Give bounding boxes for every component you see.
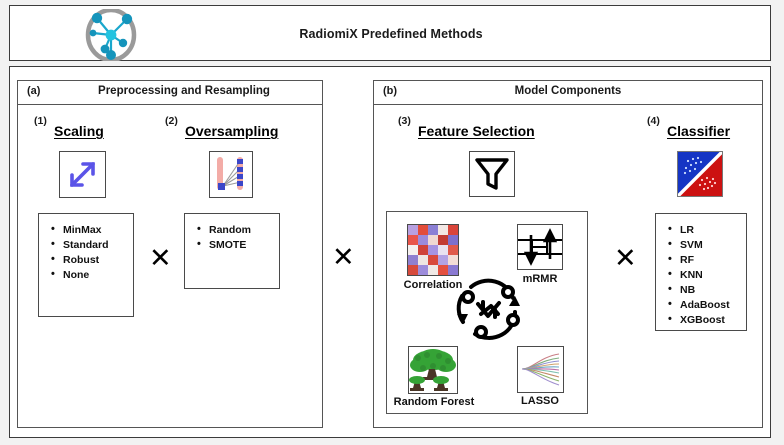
recursive-feature-elimination-icon [451, 276, 525, 340]
classifier-split-icon [677, 151, 723, 197]
panel-preprocessing-and-resampling: (a) Preprocessing and Resampling (1) Sca… [17, 80, 323, 428]
scaling-options-list: MinMax Standard Robust None [38, 213, 134, 317]
classifier-options-list: LR SVM RF KNN NB AdaBoost XGBoost [655, 213, 747, 331]
feature-selection-methods-box: Correlation [386, 211, 588, 414]
correlation-matrix-icon [407, 224, 459, 276]
panel-a-header: (a) Preprocessing and Resampling [18, 81, 322, 105]
panel-a-tag: (a) [27, 85, 41, 97]
list-item: KNN [668, 267, 746, 283]
list-item: Robust [51, 252, 133, 268]
group-oversampling-number: (2) [165, 115, 178, 127]
funnel-icon [469, 151, 515, 197]
list-item: NB [668, 282, 746, 298]
list-item: None [51, 267, 133, 283]
list-item: AdaBoost [668, 297, 746, 313]
list-item: SMOTE [197, 237, 279, 253]
mrmr-stairs-icon [517, 224, 563, 270]
multiply-operator-2: ✕ [332, 242, 355, 273]
group-oversampling-title: Oversampling [185, 123, 279, 139]
scaling-options-items: MinMax Standard Robust None [39, 214, 133, 283]
list-item: MinMax [51, 222, 133, 238]
oversampling-options-list: Random SMOTE [184, 213, 280, 289]
group-feature-selection-title: Feature Selection [418, 123, 535, 139]
radiomix-network-logo [75, 9, 147, 61]
group-feature-selection-number: (3) [398, 115, 411, 127]
method-random-forest-label: Random Forest [393, 396, 475, 408]
list-item: Standard [51, 237, 133, 253]
group-classifier-title: Classifier [667, 123, 731, 139]
method-mrmr-label: mRMR [522, 273, 558, 285]
list-item: LR [668, 222, 746, 238]
page-title: RadiomiX Predefined Methods [299, 27, 483, 41]
random-forest-tree-icon [408, 346, 458, 394]
group-classifier-number: (4) [647, 115, 660, 127]
multiply-operator-1: ✕ [149, 243, 172, 274]
panel-b-header: (b) Model Components [374, 81, 762, 105]
group-scaling-number: (1) [34, 115, 47, 127]
list-item: Random [197, 222, 279, 238]
oversampling-chart-icon [209, 151, 253, 198]
classifier-options-items: LR SVM RF KNN NB AdaBoost XGBoost [656, 214, 746, 328]
list-item: RF [668, 252, 746, 268]
oversampling-options-items: Random SMOTE [185, 214, 279, 253]
group-scaling-title: Scaling [54, 123, 104, 139]
method-lasso-label: LASSO [521, 395, 559, 407]
header-bar: RadiomiX Predefined Methods [9, 5, 771, 61]
resize-arrow-icon [59, 151, 106, 198]
method-correlation-label: Correlation [403, 279, 463, 291]
panel-a-title: Preprocessing and Resampling [98, 85, 270, 97]
panel-b-tag: (b) [383, 85, 398, 97]
list-item: SVM [668, 237, 746, 253]
panel-b-title: Model Components [514, 85, 622, 97]
list-item: XGBoost [668, 312, 746, 328]
lasso-path-plot-icon [517, 346, 564, 393]
multiply-operator-3: ✕ [614, 243, 637, 274]
